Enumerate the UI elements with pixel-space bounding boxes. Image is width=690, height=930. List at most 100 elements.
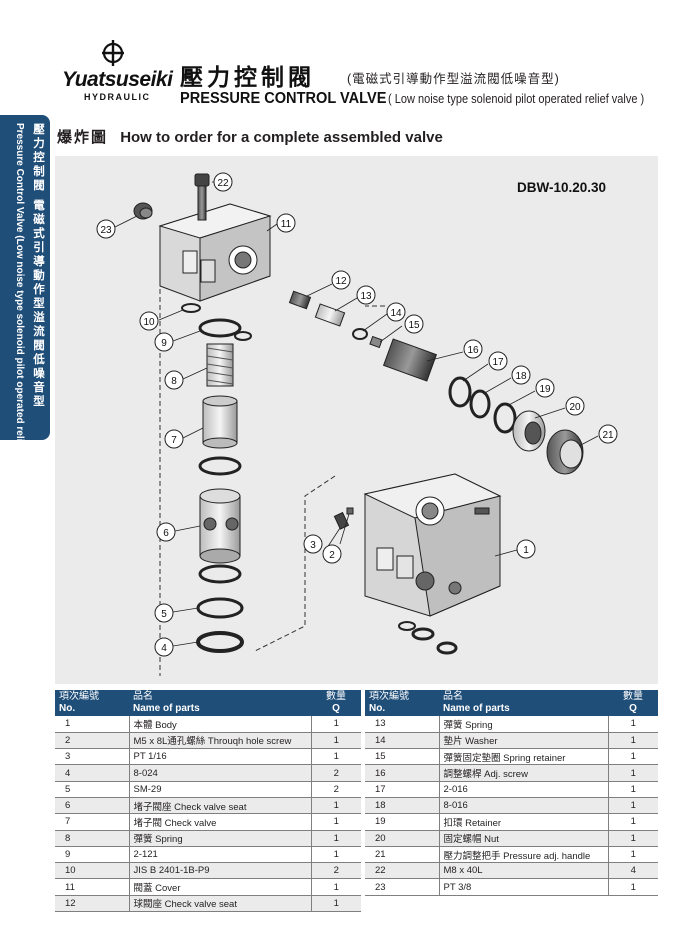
part-qty-cell: 2 xyxy=(311,781,361,798)
callout-14-label: 14 xyxy=(390,308,402,319)
part-no-cell: 2 xyxy=(55,732,130,750)
side-tab: 壓力控制閥 電磁式引導動作型溢流閥低噪音型 Pressure Control V… xyxy=(0,115,50,481)
part-qty-cell: 1 xyxy=(608,878,658,896)
part-name-cell: 球閥座 Check valve seat xyxy=(129,895,312,913)
part-no-cell: 19 xyxy=(365,813,440,831)
callout-16-label: 16 xyxy=(467,345,479,356)
part-qty-cell: 1 xyxy=(311,797,361,815)
part-qty-cell: 1 xyxy=(608,781,658,798)
callout-20-label: 20 xyxy=(569,402,581,413)
assembly-guide-lines xyxy=(159,241,496,676)
part-name-cell: PT 3/8 xyxy=(439,878,609,896)
callout-17-label: 17 xyxy=(492,357,504,368)
callout-8-label: 8 xyxy=(171,376,177,387)
callout-10: 10 xyxy=(139,311,159,331)
part-qty-cell: 1 xyxy=(608,748,658,766)
callout-9: 9 xyxy=(154,332,174,352)
callout-1-label: 1 xyxy=(523,545,529,556)
part-qty-cell: 1 xyxy=(608,764,658,782)
part-no-cell: 16 xyxy=(365,764,440,782)
callout-5: 5 xyxy=(154,603,174,623)
callout-7-label: 7 xyxy=(171,435,177,446)
part-name-cell: 堵子閥 Check valve xyxy=(129,813,312,831)
part-name-cell: 調整螺桿 Adj. screw xyxy=(439,764,609,782)
part-qty-cell: 1 xyxy=(608,830,658,847)
part-name-cell: JIS B 2401-1B-P9 xyxy=(129,862,312,880)
callout-23: 23 xyxy=(96,219,116,239)
part-qty-cell: 4 xyxy=(608,862,658,880)
part-no-cell: 10 xyxy=(55,862,130,880)
callout-18: 18 xyxy=(511,365,531,385)
part-name-cell: 2-016 xyxy=(439,781,609,798)
brand-name: Yuatsuseiki xyxy=(62,68,173,91)
callout-3: 3 xyxy=(303,534,323,554)
part-name-cell: 壓力調整把手 Pressure adj. handle xyxy=(439,846,609,864)
part-no-cell: 13 xyxy=(365,716,440,733)
part-name-cell: 固定螺帽 Nut xyxy=(439,830,609,847)
part-qty-cell: 1 xyxy=(311,846,361,864)
part-name-cell: 堵子閥座 Check valve seat xyxy=(129,797,312,815)
page-subtitle-en: ( Low noise type solenoid pilot operated… xyxy=(388,92,645,106)
part-no-cell: 23 xyxy=(365,878,440,896)
part-no-cell: 11 xyxy=(55,878,130,896)
callout-9-label: 9 xyxy=(161,338,167,349)
part-name-cell: 扣環 Retainer xyxy=(439,813,609,831)
part-qty-cell: 1 xyxy=(608,813,658,831)
check-valve-part xyxy=(202,395,238,449)
part-no-cell: 5 xyxy=(55,781,130,798)
callout-6-label: 6 xyxy=(163,528,169,539)
part-no-cell: 22 xyxy=(365,862,440,880)
callout-15: 15 xyxy=(404,314,424,334)
callout-20: 20 xyxy=(565,396,585,416)
part-no-cell: 15 xyxy=(365,748,440,766)
part-no-cell: 20 xyxy=(365,830,440,847)
part-qty-cell: 1 xyxy=(311,830,361,847)
callout-2: 2 xyxy=(322,544,342,564)
part-qty-cell: 1 xyxy=(311,748,361,766)
part-name-cell: M8 x 40L xyxy=(439,862,609,880)
callout-10-label: 10 xyxy=(143,317,155,328)
side-tab-en: Pressure Control Valve (Low noise type s… xyxy=(14,123,25,482)
page-title-zh: 壓力控制閥 xyxy=(180,64,315,90)
part-no-cell: 1 xyxy=(55,716,130,733)
callout-16: 16 xyxy=(463,339,483,359)
section-heading-en: How to order for a complete assembled va… xyxy=(120,129,443,146)
callout-leaders xyxy=(114,181,599,647)
callout-12: 12 xyxy=(331,270,351,290)
part-name-cell: 墊片 Washer xyxy=(439,732,609,750)
part-qty-cell: 1 xyxy=(311,895,361,913)
callout-22: 22 xyxy=(213,172,233,192)
part-name-cell: PT 1/16 xyxy=(129,748,312,766)
callout-15-label: 15 xyxy=(408,320,420,331)
callout-23-label: 23 xyxy=(100,225,112,236)
part-qty-cell: 1 xyxy=(311,716,361,733)
page-subtitle-zh: (電磁式引導動作型溢流閥低噪音型) xyxy=(347,72,560,86)
model-number: DBW-10.20.30 xyxy=(517,180,607,195)
part-qty-cell: 1 xyxy=(311,813,361,831)
page-title-en: PRESSURE CONTROL VALVE xyxy=(180,90,387,107)
callout-3-label: 3 xyxy=(310,540,316,551)
callout-13: 13 xyxy=(356,285,376,305)
callout-13-label: 13 xyxy=(360,291,372,302)
plug-part xyxy=(133,202,153,220)
